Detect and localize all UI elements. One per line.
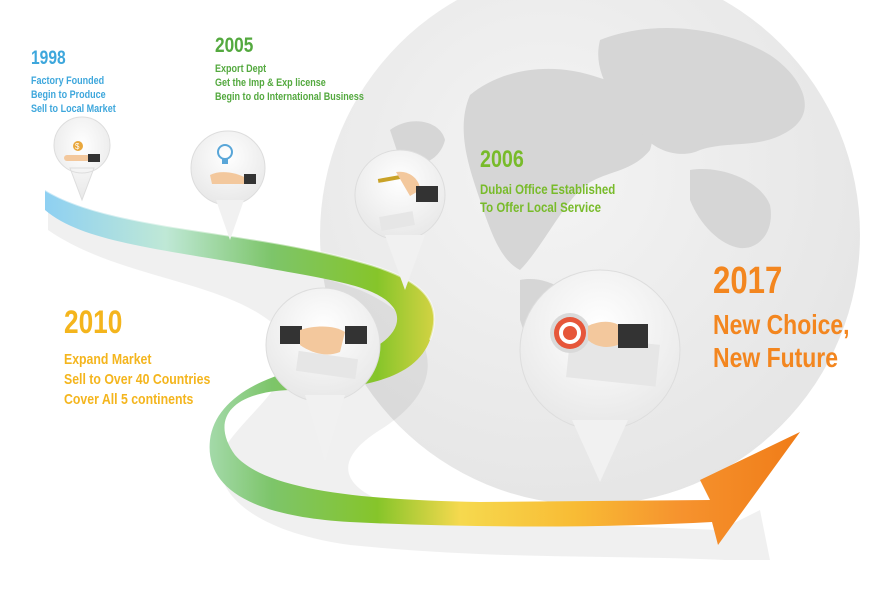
hand-lightbulb-icon (210, 144, 256, 184)
milestone-line: Expand Market (64, 351, 152, 368)
bubble-2005 (190, 130, 266, 240)
bubble-2010 (265, 287, 381, 462)
milestone-line: To Offer Local Service (480, 199, 602, 215)
milestone-line: Sell to Local Market (31, 103, 116, 115)
milestone-year: 2010 (64, 304, 123, 340)
globe (320, 0, 860, 505)
milestone-1998: 1998 Factory Founded Begin to Produce Se… (31, 49, 134, 116)
bubble-1998: $ (53, 116, 111, 202)
milestone-line: Begin to Produce (31, 89, 106, 101)
handshake-icon (280, 326, 367, 380)
ribbon-highlight (44, 189, 436, 341)
milestone-line: Dubai Office Established (480, 181, 616, 197)
milestone-line: Begin to do International Business (215, 91, 364, 103)
milestone-2017: 2017 New Choice, New Future (713, 262, 877, 374)
milestone-year: 2005 (215, 34, 254, 57)
milestone-line: New Choice, (713, 309, 850, 340)
milestone-line: Export Dept (215, 63, 267, 75)
world-map (390, 28, 805, 400)
target-hand-icon (550, 313, 660, 387)
milestone-line: New Future (713, 342, 839, 373)
milestone-line: Get the Imp & Exp license (215, 77, 326, 89)
milestone-year: 2006 (480, 146, 524, 173)
svg-text:$: $ (75, 142, 80, 151)
timeline-ribbon (45, 190, 800, 545)
bubble-2006 (354, 149, 446, 290)
hand-key-icon (377, 171, 438, 231)
milestone-line: Factory Founded (31, 75, 105, 87)
milestone-year: 1998 (31, 48, 66, 69)
milestone-line: Cover All 5 continents (64, 391, 194, 408)
bubble-2017 (519, 269, 681, 482)
milestone-2006: 2006 Dubai Office Established To Offer L… (480, 148, 645, 216)
milestone-2005: 2005 Export Dept Get the Imp & Exp licen… (215, 35, 397, 104)
milestone-line: Sell to Over 40 Countries (64, 371, 211, 388)
milestone-year: 2017 (713, 260, 783, 302)
hand-coins-icon: $ (64, 141, 100, 162)
milestone-2010: 2010 Expand Market Sell to Over 40 Count… (64, 306, 242, 410)
